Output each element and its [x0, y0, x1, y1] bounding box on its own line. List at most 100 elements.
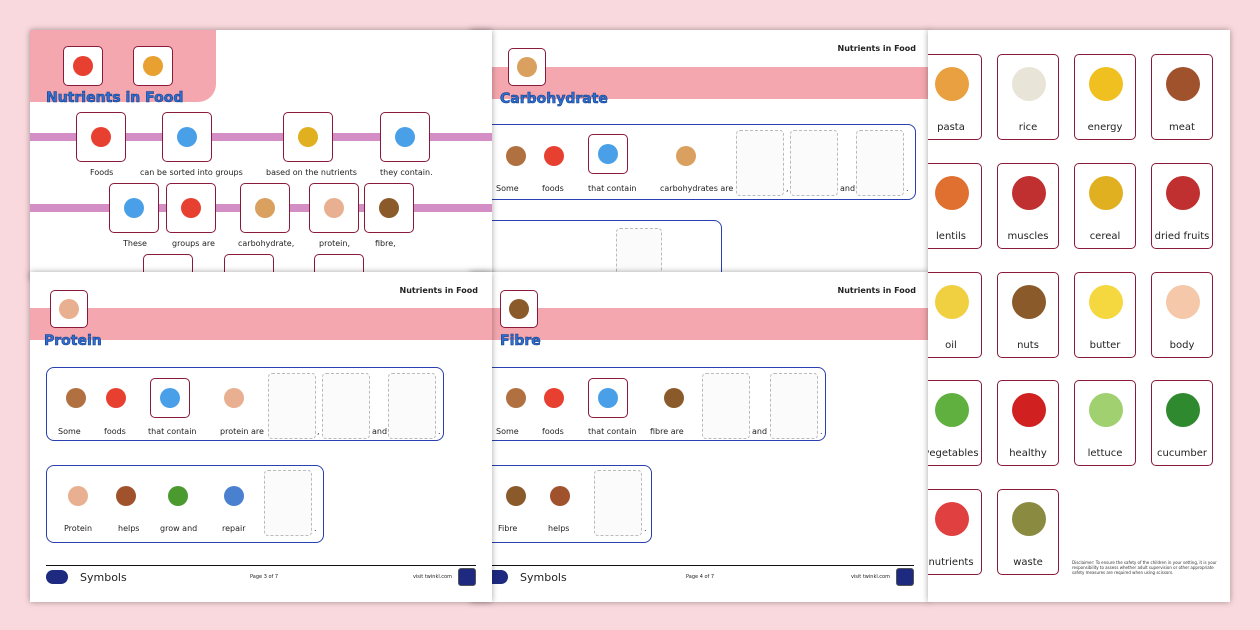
fibre-icon — [500, 290, 538, 328]
word-card-nutrients[interactable]: nutrients — [928, 489, 982, 575]
word-card-muscles[interactable]: muscles — [997, 163, 1059, 249]
word: These — [123, 239, 147, 248]
groups-icon — [162, 112, 212, 162]
visit-link[interactable]: visit twinkl.com — [412, 574, 452, 580]
card-label: nutrients — [928, 557, 974, 568]
word-card-pasta[interactable]: pasta — [928, 54, 982, 140]
hand-icon — [102, 472, 150, 520]
page-number: Page 4 of 7 — [686, 574, 715, 580]
foods-icon — [530, 374, 578, 422]
word-card-lentils[interactable]: lentils — [928, 163, 982, 249]
word-card-meat[interactable]: meat — [1151, 54, 1213, 140]
sep: . — [438, 427, 441, 436]
card-label: lettuce — [1087, 448, 1123, 459]
answer-box[interactable] — [736, 130, 784, 196]
sep: and — [372, 427, 388, 436]
answer-box[interactable] — [388, 373, 436, 439]
word-card-rice[interactable]: rice — [997, 54, 1059, 140]
word-card-dried-fruits[interactable]: dried fruits — [1151, 163, 1213, 249]
word: groups are — [172, 239, 215, 248]
foods-icon — [76, 112, 126, 162]
contain-icon — [150, 378, 190, 418]
sep: , — [786, 184, 789, 193]
carbohydrate-icon — [508, 48, 546, 86]
sentence-frame-2 — [480, 220, 722, 280]
protein-icon — [54, 472, 102, 520]
word: they contain. — [380, 168, 433, 177]
word: foods — [542, 184, 564, 193]
contain-icon — [380, 112, 430, 162]
word-card-lettuce[interactable]: lettuce — [1074, 380, 1136, 466]
word: helps — [548, 524, 570, 533]
answer-box[interactable] — [322, 373, 370, 439]
page-header: Nutrients in Food — [837, 44, 916, 53]
sep: . — [820, 427, 823, 436]
answer-box[interactable] — [856, 130, 904, 196]
word-card-vegetables[interactable]: vegetables — [928, 380, 982, 466]
answer-box[interactable] — [702, 373, 750, 439]
answer-box[interactable] — [790, 130, 838, 196]
word-card-body[interactable]: body — [1151, 272, 1213, 358]
word: Protein — [64, 524, 93, 533]
dried-fruits-icon — [1166, 176, 1200, 210]
word: grow and — [160, 524, 198, 533]
word-card-energy[interactable]: energy — [1074, 54, 1136, 140]
meat-icon — [1166, 67, 1200, 101]
foods-icon — [530, 132, 578, 180]
sentence-frame — [46, 367, 444, 441]
word: that contain — [588, 427, 637, 436]
vegetables-icon — [935, 393, 969, 427]
word: Foods — [90, 168, 114, 177]
word-card-healthy[interactable]: healthy — [997, 380, 1059, 466]
page-title: Carbohydrate — [500, 91, 609, 108]
word: Fibre — [498, 524, 518, 533]
answer-box[interactable] — [770, 373, 818, 439]
word: carbohydrate, — [238, 239, 295, 248]
card-label: pasta — [937, 122, 965, 133]
cucumber-icon — [1166, 393, 1200, 427]
word-card-oil[interactable]: oil — [928, 272, 982, 358]
answer-box[interactable] — [616, 228, 662, 280]
word-card-waste[interactable]: waste — [997, 489, 1059, 575]
contain-icon — [588, 378, 628, 418]
protein-icon — [309, 183, 359, 233]
sep: and — [752, 427, 768, 436]
word: repair — [222, 524, 246, 533]
hand-icon — [536, 472, 584, 520]
word-card-cucumber[interactable]: cucumber — [1151, 380, 1213, 466]
carbs-icon — [662, 132, 710, 180]
word: fibre are — [650, 427, 684, 436]
sep: and — [840, 184, 856, 193]
footer-rule — [486, 565, 914, 566]
word: fibre, — [375, 239, 396, 248]
healthy-icon — [1012, 393, 1046, 427]
sep: . — [906, 184, 909, 193]
food-groups-icon — [63, 46, 103, 86]
word-card-butter[interactable]: butter — [1074, 272, 1136, 358]
lentils-icon — [935, 176, 969, 210]
answer-box[interactable] — [264, 470, 312, 536]
card-label: waste — [1013, 557, 1043, 568]
card-label: nuts — [1017, 340, 1039, 351]
word-card-cereal[interactable]: cereal — [1074, 163, 1136, 249]
lettuce-icon — [1089, 393, 1123, 427]
answer-box[interactable] — [268, 373, 316, 439]
card-label: vegetables — [928, 448, 979, 459]
foods-icon — [133, 46, 173, 86]
title-band — [470, 308, 930, 340]
page-fibre: Nutrients in Food Fibre Some foods that … — [470, 272, 930, 602]
sep: . — [314, 524, 317, 533]
visit-link[interactable]: visit twinkl.com — [850, 574, 890, 580]
word: protein, — [319, 239, 350, 248]
page-nutrients: Nutrients in Food Foods can be sorted in… — [30, 30, 492, 280]
answer-box[interactable] — [594, 470, 642, 536]
food-wheel-icon — [283, 112, 333, 162]
word: Some — [58, 427, 81, 436]
sentence-frame-2 — [46, 465, 324, 543]
plant-icon — [154, 472, 202, 520]
word-card-nuts[interactable]: nuts — [997, 272, 1059, 358]
word: that contain — [148, 427, 197, 436]
card-label: butter — [1089, 340, 1121, 351]
page-number: Page 3 of 7 — [250, 574, 279, 580]
card-label: healthy — [1009, 448, 1047, 459]
